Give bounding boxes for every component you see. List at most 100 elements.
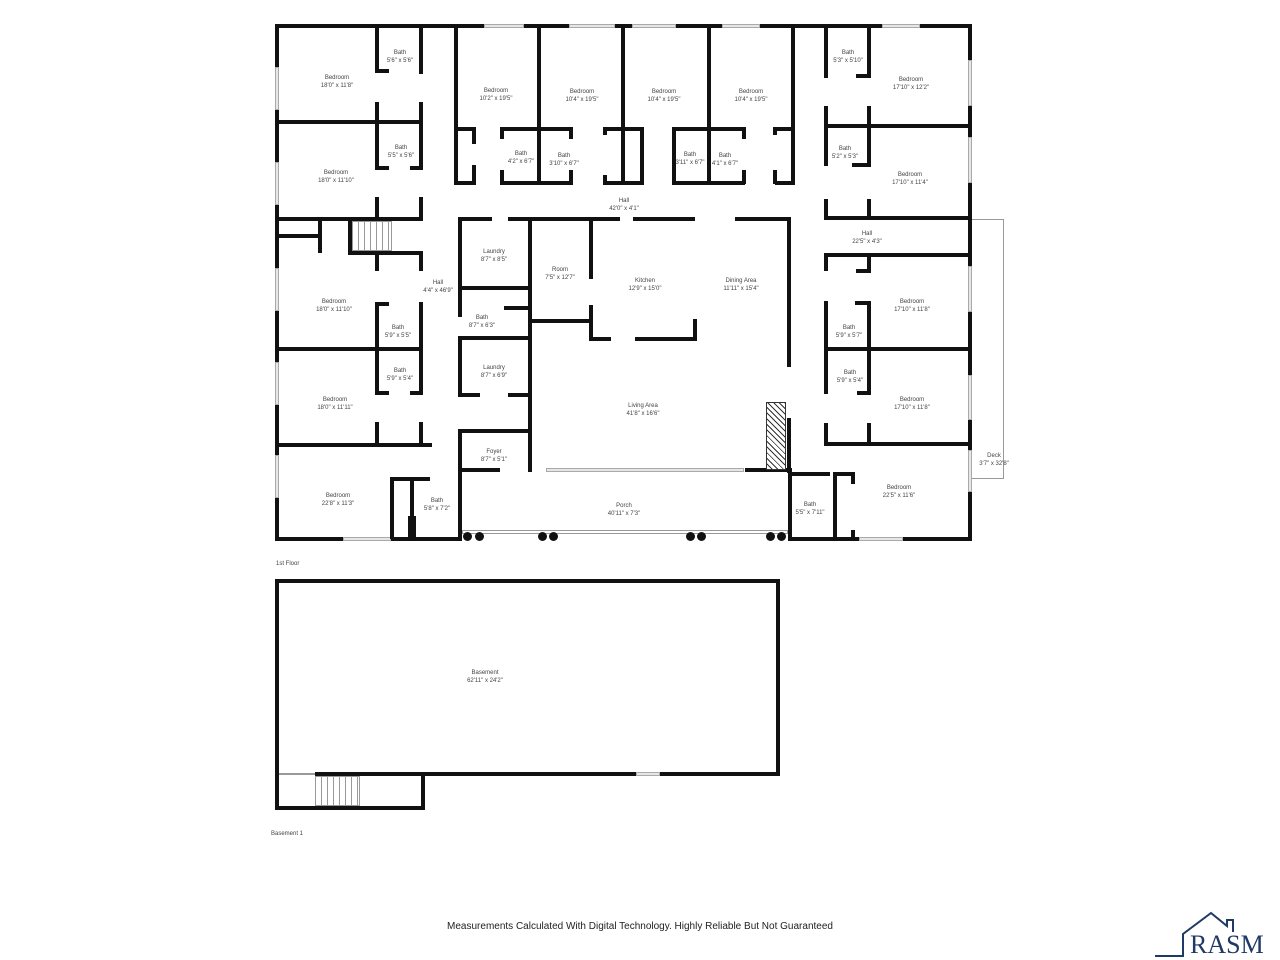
- wall: [504, 306, 532, 310]
- wall: [856, 269, 871, 273]
- wall: [375, 391, 389, 395]
- sliding-door: [546, 468, 744, 472]
- wall: [531, 319, 593, 323]
- wall: [824, 124, 972, 128]
- window: [968, 375, 972, 420]
- window: [275, 455, 279, 498]
- wall: [852, 163, 871, 167]
- wall: [500, 127, 573, 131]
- wall: [776, 579, 780, 775]
- wall: [824, 74, 828, 78]
- wall: [528, 217, 532, 467]
- wall: [824, 24, 828, 76]
- wall: [833, 472, 853, 476]
- wall: [640, 127, 644, 185]
- wall: [419, 24, 423, 74]
- window: [882, 24, 920, 28]
- wall: [824, 253, 972, 257]
- wall: [315, 772, 780, 776]
- wall: [589, 337, 611, 341]
- wall: [824, 442, 972, 446]
- wall: [419, 102, 423, 170]
- wall: [735, 217, 791, 221]
- window: [722, 24, 760, 28]
- wall: [458, 468, 500, 472]
- wall: [589, 305, 593, 340]
- wall: [458, 429, 462, 541]
- window: [636, 772, 660, 776]
- wall: [375, 166, 389, 170]
- wall: [421, 772, 425, 810]
- wall: [454, 127, 474, 131]
- porch-column: [538, 532, 547, 541]
- wall: [867, 253, 871, 271]
- window: [859, 537, 903, 541]
- wall: [790, 472, 830, 476]
- wall: [419, 197, 423, 219]
- wall: [824, 106, 828, 166]
- wall: [856, 74, 871, 78]
- wall: [375, 69, 389, 73]
- wall: [275, 234, 319, 238]
- wall: [275, 120, 423, 124]
- wall: [528, 452, 532, 472]
- wall: [408, 516, 416, 538]
- window: [275, 162, 279, 205]
- wall: [851, 530, 855, 540]
- wall: [857, 391, 871, 395]
- wall: [824, 216, 972, 220]
- wall: [824, 347, 972, 351]
- wall: [458, 286, 532, 290]
- window: [968, 450, 972, 492]
- wall: [707, 24, 711, 184]
- wall: [458, 217, 492, 221]
- wall: [773, 170, 777, 184]
- wall: [375, 251, 379, 271]
- wall: [458, 217, 462, 317]
- wall: [472, 165, 476, 185]
- window: [968, 266, 972, 312]
- wall: [693, 319, 697, 341]
- wall: [603, 127, 643, 131]
- wall: [318, 217, 322, 253]
- porch-column: [475, 532, 484, 541]
- wall: [851, 472, 855, 484]
- wall: [745, 468, 792, 472]
- floor-label: Basement 1: [271, 831, 304, 837]
- wall: [375, 197, 379, 219]
- wall: [275, 443, 432, 447]
- wall: [537, 24, 541, 184]
- wall: [275, 347, 423, 351]
- wall: [788, 470, 792, 541]
- window: [968, 137, 972, 183]
- wall: [275, 806, 425, 810]
- window: [968, 60, 972, 106]
- stair-rail: [279, 773, 315, 775]
